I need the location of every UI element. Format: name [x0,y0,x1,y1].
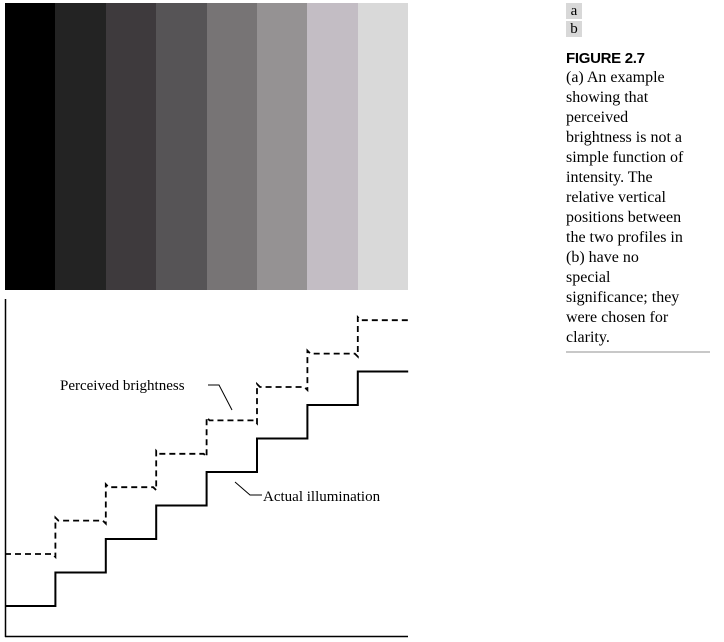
caption-line: (b) have no [566,249,639,266]
figure-caption: FIGURE 2.7 (a) An example showing that per… [566,50,712,353]
caption-line: clarity. [566,329,610,346]
caption-line: the two profiles in [566,229,683,246]
perceived-brightness-label: Perceived brightness [60,378,185,394]
figure-title: FIGURE 2.7 [566,50,645,67]
intensity-stripe [256,3,308,290]
caption-line: positions between [566,209,682,226]
caption-line: relative vertical [566,189,666,206]
brightness-profile-plot: Perceived brightness Actual illumination [4,299,409,638]
intensity-stripes [5,3,408,290]
panel-labels: a b [566,3,582,39]
intensity-stripe [55,3,106,290]
intensity-stripe [105,3,157,290]
caption-line: simple function of [566,149,684,166]
panel-label-a: a [566,3,582,19]
intensity-stripe [357,3,408,290]
intensity-stripe [206,3,257,290]
actual-illumination-label: Actual illumination [263,489,381,505]
caption-body: (a) An example showing that perceived brigh… [566,68,712,348]
actual-illumination-leader [234,481,262,496]
caption-line: brightness is not a [566,129,682,146]
panel-label-b: b [566,21,582,37]
intensity-stripe [307,3,358,290]
caption-line: perceived [566,109,629,126]
caption-rule [566,351,710,353]
intensity-stripe [156,3,207,290]
intensity-stripe [5,3,56,290]
perceived-brightness-leader [208,384,233,411]
caption-line: were chosen for [566,309,669,326]
caption-line: (a) An example [566,69,665,86]
caption-line: significance; they [566,289,680,306]
perceived-brightness-profile [5,315,409,560]
caption-line: intensity. The [566,169,653,186]
caption-line: showing that [566,89,649,106]
actual-illumination-profile [5,370,409,607]
caption-line: special [566,269,611,286]
